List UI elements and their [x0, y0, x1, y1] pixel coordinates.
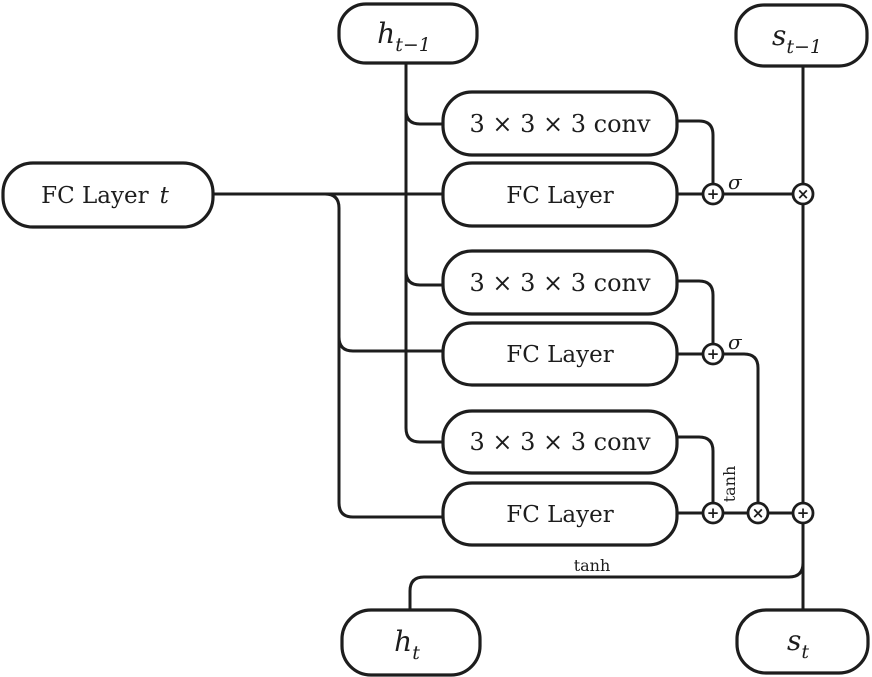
multiply-operator-2: × [746, 501, 770, 525]
s-curr-label: st [787, 624, 809, 663]
add-operator-2-circle [701, 342, 725, 366]
add-operator-2: + [701, 342, 725, 366]
h-curr-box [340, 608, 482, 677]
add-operator-3: + [701, 501, 725, 525]
times-icon: × [752, 504, 765, 522]
multiply-operator-1-circle [791, 182, 815, 206]
node-conv-3: 3 × 3 × 3 conv [441, 409, 679, 475]
node-conv-2: 3 × 3 × 3 conv [441, 249, 679, 316]
node-fc-2: FC Layer [441, 321, 679, 387]
node-s-curr: st [735, 608, 870, 675]
edge-hprev-trunk-to-conv3 [404, 63, 443, 444]
add-operator-1: + [701, 182, 725, 206]
add-operator-4: + [791, 501, 815, 525]
conv-1-label: 3 × 3 × 3 conv [469, 110, 651, 138]
s-curr-box [735, 608, 870, 675]
s-prev-box [734, 3, 869, 68]
node-h-curr: ht [340, 608, 482, 677]
conv-3-label: 3 × 3 × 3 conv [469, 428, 651, 456]
edges [213, 63, 805, 610]
fc-1-box [441, 161, 679, 228]
multiply-operator-2-circle [746, 501, 770, 525]
h-prev-label: ht−1 [377, 17, 431, 56]
fc-2-label: FC Layer [506, 342, 613, 368]
fc-input-box [1, 161, 215, 229]
edge-conv1-to-add1 [677, 119, 715, 184]
conv-3-box [441, 409, 679, 475]
fc-3-box [441, 481, 679, 547]
fc-1-label: FC Layer [506, 183, 613, 209]
plus-icon: + [707, 185, 720, 203]
node-h-prev: ht−1 [337, 2, 479, 65]
edge-hprev-branch-conv1 [404, 109, 443, 126]
edge-add2-to-mul2 [723, 352, 760, 503]
times-icon: × [797, 185, 810, 203]
edge-conv3-to-add3 [677, 435, 715, 503]
add-operator-3-circle [701, 501, 725, 525]
edge-conv2-to-add2 [677, 279, 715, 344]
node-s-prev: st−1 [734, 3, 869, 68]
plus-icon: + [797, 504, 810, 522]
edge-fcinput-branch-fc2 [337, 336, 443, 353]
sigma-label-gate2: σ [728, 330, 743, 354]
add-operator-4-circle [791, 501, 815, 525]
plus-icon: + [707, 504, 720, 522]
h-curr-label: ht [394, 625, 420, 664]
fc-3-label: FC Layer [506, 502, 613, 528]
tanh-label-candidate: tanh [720, 466, 739, 503]
add-operator-1-circle [701, 182, 725, 206]
edge-state-tanh-to-hcurr [408, 562, 805, 610]
edge-fcinput-drop-to-fc3 [324, 192, 443, 519]
plus-icon: + [707, 345, 720, 363]
fc-2-box [441, 321, 679, 387]
conv-2-label: 3 × 3 × 3 conv [469, 269, 651, 297]
multiply-operator-1: × [791, 182, 815, 206]
h-prev-box [337, 2, 479, 65]
sigma-label-gate1: σ [728, 170, 743, 194]
tanh-label-output: tanh [574, 556, 611, 575]
conv-1-box [441, 90, 679, 157]
conv-2-box [441, 249, 679, 316]
node-fc-1: FC Layer [441, 161, 679, 228]
node-fc-3: FC Layer [441, 481, 679, 547]
node-conv-1: 3 × 3 × 3 conv [441, 90, 679, 157]
s-prev-label: st−1 [772, 19, 822, 58]
edge-hprev-branch-conv2 [404, 270, 443, 287]
